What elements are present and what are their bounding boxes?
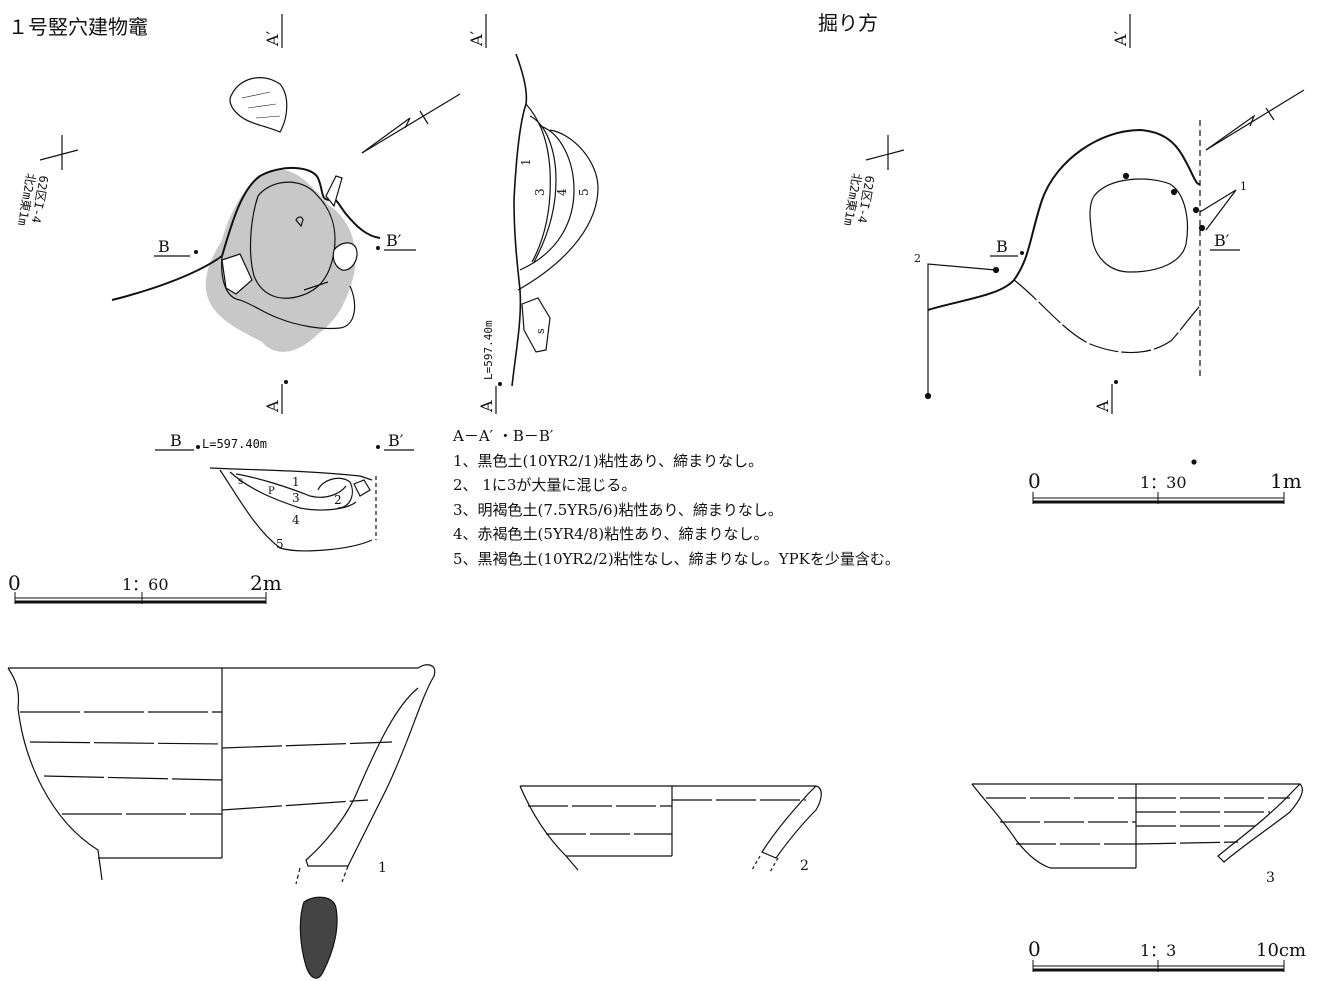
figure-title: １号竪穴建物竈 xyxy=(8,15,148,39)
legend-item-2: 2、 1に3が大量に混じる。 xyxy=(453,476,637,494)
mark-b-prime-plan: B′ xyxy=(386,231,402,250)
sec-p: P xyxy=(268,486,275,497)
legend-item-3: 3、明褐色土(7.5YR5/6)粘性あり、締まりなし。 xyxy=(453,500,783,519)
scale-bar-60: 0 1：60 2m xyxy=(8,571,282,604)
section-b: B L=597.40m B′ 1 3 4 5 2 s P xyxy=(155,431,414,552)
soil-layer-legend: A－A′ ・B－B′ 1、黒色土(10YR2/1)粘性あり、締まりなし。 2、 … xyxy=(453,424,900,571)
scale60-ratio: 1：60 xyxy=(122,575,169,594)
scale-bar-3: 0 1：3 10cm xyxy=(1028,937,1306,972)
sec-layer-5: 5 xyxy=(276,537,284,551)
sec-layer-3: 3 xyxy=(292,491,300,505)
stone-label-section: s xyxy=(534,328,547,334)
mark-b-prime-exc: B′ xyxy=(1214,231,1230,250)
exc-point-1: 1 xyxy=(1240,180,1247,193)
elevation-label-a: L=597.40m xyxy=(482,320,495,380)
pottery-3: 3 xyxy=(971,783,1303,886)
pottery-1: 1 xyxy=(7,664,436,979)
mark-b-prime-section: B′ xyxy=(388,431,404,450)
north-arrow-exc-icon xyxy=(1205,89,1305,151)
scale30-ratio: 1：30 xyxy=(1140,473,1187,492)
sec-layer-4: 4 xyxy=(292,513,300,527)
mark-a-section: A xyxy=(477,400,496,413)
mark-b-exc: B xyxy=(996,237,1008,256)
layer-5-label: 5 xyxy=(577,188,591,196)
excavation-plan: A′ 62区I-4北2m東1m 1 2 B B′ A xyxy=(841,14,1305,465)
pottery-1-number: 1 xyxy=(378,860,387,876)
layer-3-label: 3 xyxy=(533,188,547,196)
shaded-pit xyxy=(205,169,356,352)
mark-a-plan: A xyxy=(263,400,282,413)
section-a: A′ 1 3 4 5 s L=597.40m A xyxy=(467,14,599,414)
legend-item-1: 1、黒色土(10YR2/1)粘性あり、締まりなし。 xyxy=(453,451,764,470)
scale60-start: 0 xyxy=(8,571,21,595)
exc-point-2: 2 xyxy=(914,252,921,265)
mark-a-prime-plan: A′ xyxy=(263,30,282,47)
sherd-texture xyxy=(299,896,338,979)
mark-b-plan: B xyxy=(158,237,170,256)
plan-view: 62区I-4北2m東1m B B′ A′ A xyxy=(15,14,461,414)
legend-heading: A－A′ ・B－B′ xyxy=(453,427,554,445)
layer-1-label: 1 xyxy=(519,158,533,166)
mark-a-prime-section: A′ xyxy=(467,30,486,47)
legend-item-5: 5、黒褐色土(10YR2/2)粘性なし、締まりなし。YPKを少量含む。 xyxy=(453,549,900,568)
grid-label: 62区I-4北2m東1m xyxy=(15,172,51,229)
scale3-end: 10cm xyxy=(1256,940,1306,961)
mark-a-exc: A xyxy=(1093,400,1112,413)
scale30-end: 1m xyxy=(1270,469,1302,493)
mark-a-prime-exc: A′ xyxy=(1111,30,1130,47)
scale3-ratio: 1：3 xyxy=(1140,941,1176,960)
mark-b-section: B xyxy=(170,431,182,450)
sec-layer-2: 2 xyxy=(334,493,342,507)
scale60-end: 2m xyxy=(250,571,282,595)
excavation-title: 掘り方 xyxy=(818,11,878,35)
north-arrow-icon xyxy=(361,93,461,154)
sec-stone: s xyxy=(238,476,243,487)
sec-layer-1: 1 xyxy=(292,475,300,489)
layer-4-label: 4 xyxy=(555,188,569,196)
pottery-2-number: 2 xyxy=(800,858,809,874)
grid-label-exc: 62区I-4北2m東1m xyxy=(841,172,877,229)
scale3-start: 0 xyxy=(1028,937,1041,961)
legend-item-4: 4、赤褐色土(5YR4/8)粘性あり、締まりなし。 xyxy=(453,525,769,543)
scale-bar-30: 0 1：30 1m xyxy=(1028,469,1302,504)
pottery-3-number: 3 xyxy=(1266,870,1275,886)
pottery-2: 2 xyxy=(519,785,822,874)
stone-outline xyxy=(229,77,288,133)
elevation-label-b: L=597.40m xyxy=(202,437,267,451)
scale30-start: 0 xyxy=(1028,469,1041,493)
